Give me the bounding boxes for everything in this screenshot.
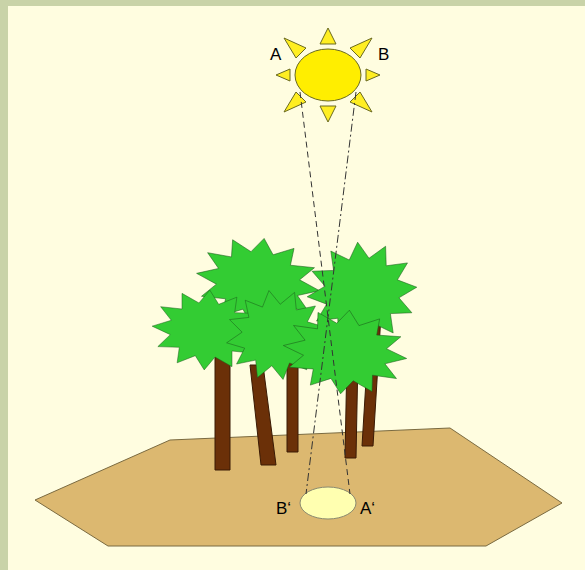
sun-image xyxy=(300,487,356,519)
point-label: B xyxy=(378,46,389,63)
frame-stripe xyxy=(0,0,585,6)
point-label: A‘ xyxy=(360,500,375,517)
frame-stripe xyxy=(0,0,8,570)
light-ray xyxy=(300,92,350,494)
point-label: B‘ xyxy=(276,500,291,517)
tree-crowns xyxy=(149,230,421,400)
sun xyxy=(295,49,361,101)
light-ray xyxy=(306,92,356,494)
point-label: A xyxy=(270,46,281,63)
sun-rays xyxy=(276,28,380,122)
